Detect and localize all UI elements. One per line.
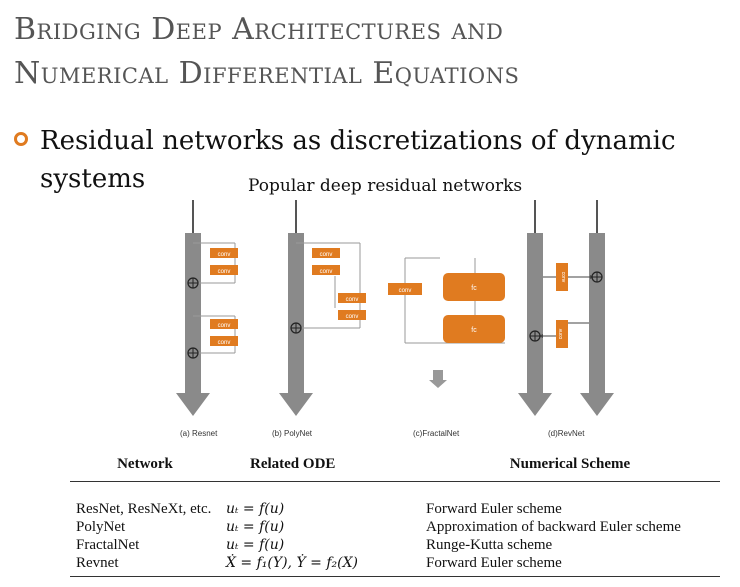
header-numerical-scheme: Numerical Scheme	[509, 456, 631, 472]
cell-scheme: Approximation of backward Euler scheme	[426, 519, 681, 535]
table-bottom-rule	[70, 576, 720, 579]
table-row: FractalNet uₜ = f(u) Runge-Kutta scheme	[70, 536, 720, 554]
conv-block-label: conv	[558, 328, 564, 339]
fc-block-label: fc	[471, 285, 477, 292]
panel-label-revnet: (d)RevNet	[548, 429, 585, 438]
table-row: PolyNet uₜ = f(u) Approximation of backw…	[70, 518, 720, 536]
cell-network: ResNet, ResNeXt, etc.	[76, 501, 212, 517]
resnet-diagram: conv conv conv conv (a) Resnet	[176, 200, 238, 438]
table-row: Revnet Ẋ = f₁(Y), Ẏ = f₂(X) Forward Eule…	[70, 554, 720, 577]
slide-title-line-1: Bridging Deep Architectures and	[14, 12, 504, 47]
cell-scheme: Runge-Kutta scheme	[426, 537, 553, 553]
conv-block-label: conv	[218, 252, 231, 258]
slide-title-line-2: Numerical Differential Equations	[14, 56, 520, 91]
panel-label-resnet: (a) Resnet	[180, 429, 218, 438]
table-row: ResNet, ResNeXt, etc. uₜ = f(u) Forward …	[70, 482, 720, 519]
figure-caption: Popular deep residual networks	[248, 176, 523, 196]
panel-label-fractalnet: (c)FractalNet	[413, 429, 460, 438]
fc-block-label: fc	[471, 327, 477, 334]
cell-ode: uₜ = f(u)	[226, 537, 285, 553]
cell-ode: Ẋ = f₁(Y), Ẏ = f₂(X)	[226, 555, 359, 571]
ode-table: Network Related ODE Numerical Scheme Res…	[70, 452, 720, 579]
header-related-ode: Related ODE	[250, 456, 336, 472]
bullet-text: Residual networks as discretizations of …	[40, 126, 676, 194]
conv-block-label: conv	[560, 272, 566, 283]
panel-label-polynet: (b) PolyNet	[272, 429, 313, 438]
conv-block-label: conv	[320, 269, 333, 275]
conv-block-label: conv	[346, 297, 359, 303]
cell-network: FractalNet	[76, 537, 140, 553]
conv-block-label: conv	[218, 340, 231, 346]
header-network: Network	[117, 456, 173, 472]
conv-block-label: conv	[320, 252, 333, 258]
cell-ode: uₜ = f(u)	[226, 519, 285, 535]
cell-ode: uₜ = f(u)	[226, 501, 285, 517]
cell-scheme: Forward Euler scheme	[426, 555, 562, 571]
table-header-row: Network Related ODE Numerical Scheme	[70, 452, 720, 482]
revnet-diagram: conv conv (d)RevNet	[518, 200, 614, 438]
cell-scheme: Forward Euler scheme	[426, 501, 562, 517]
conv-block-label: conv	[218, 269, 231, 275]
polynet-diagram: conv conv conv conv (b) PolyNet	[272, 200, 366, 438]
cell-network: PolyNet	[76, 519, 126, 535]
cell-network: Revnet	[76, 555, 119, 571]
residual-networks-figure: conv conv conv conv (a) Resnet conv conv…	[176, 200, 614, 438]
fractalnet-diagram: conv fc fc (c)FractalNet	[388, 257, 505, 438]
conv-block-label: conv	[218, 323, 231, 329]
conv-block-label: conv	[346, 314, 359, 320]
bullet-circle-icon	[14, 132, 28, 146]
conv-block-label: conv	[399, 288, 412, 294]
